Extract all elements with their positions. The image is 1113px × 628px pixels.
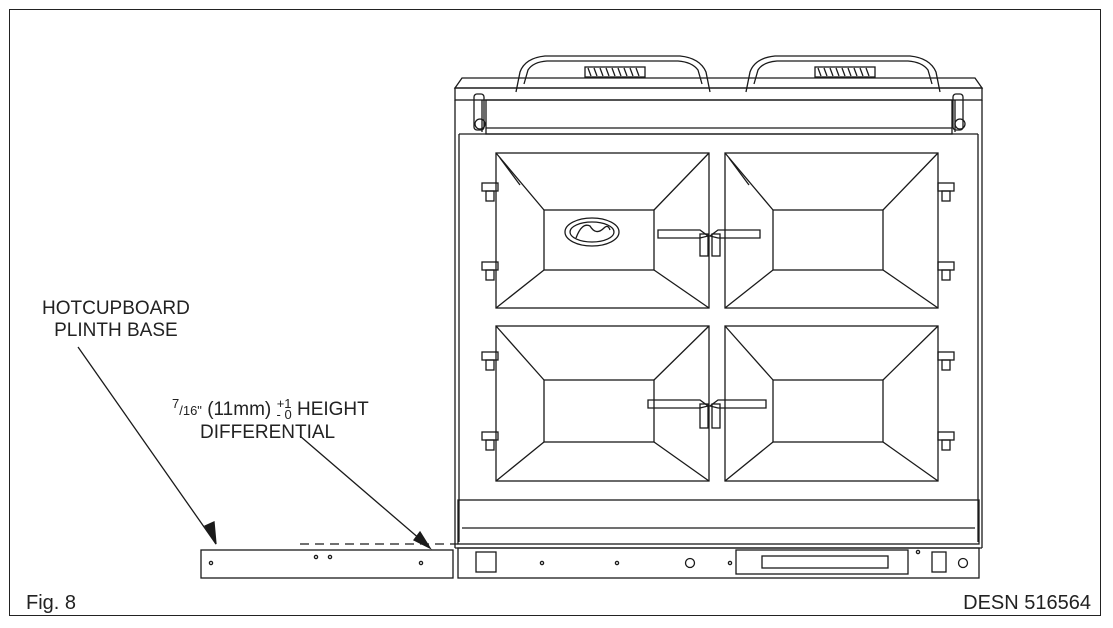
fraction-numerator: 7	[172, 396, 180, 411]
door-hinges	[481, 182, 955, 451]
hob-lid-left	[515, 55, 711, 93]
differential-word: DIFFERENTIAL	[200, 422, 336, 443]
fraction-denominator: /16"	[179, 403, 202, 418]
hotcupboard-plinth-base	[200, 549, 454, 579]
tolerance-minus: - 0	[276, 407, 292, 422]
door-handles	[647, 229, 767, 429]
hob-top	[453, 77, 984, 135]
oven-door-bottom-left	[495, 325, 710, 482]
oven-door-bottom-right	[724, 325, 939, 482]
hob-lid-right	[745, 55, 941, 93]
height-differential-label: 7/16" (11mm) +1- 0 HEIGHT DIFFERENTIAL	[172, 393, 369, 444]
height-word: HEIGHT	[291, 399, 369, 420]
tolerance: +1- 0	[276, 396, 292, 422]
metric-value: (11mm)	[201, 399, 277, 420]
figure-number: Fig. 8	[26, 592, 77, 614]
figure-frame	[9, 9, 1101, 616]
oven-door-top-right	[724, 152, 939, 309]
tolerance-plus: +1	[276, 396, 292, 411]
hotcupboard-label-line1: HOTCUPBOARD	[42, 298, 190, 319]
cooker-plinth	[457, 547, 980, 579]
design-number: DESN 516564	[963, 592, 1091, 614]
hotcupboard-plinth-label: HOTCUPBOARD PLINTH BASE	[42, 298, 190, 342]
leader-arrows	[77, 346, 432, 550]
oven-door-top-left	[495, 152, 710, 309]
hotcupboard-label-line2: PLINTH BASE	[54, 320, 178, 341]
